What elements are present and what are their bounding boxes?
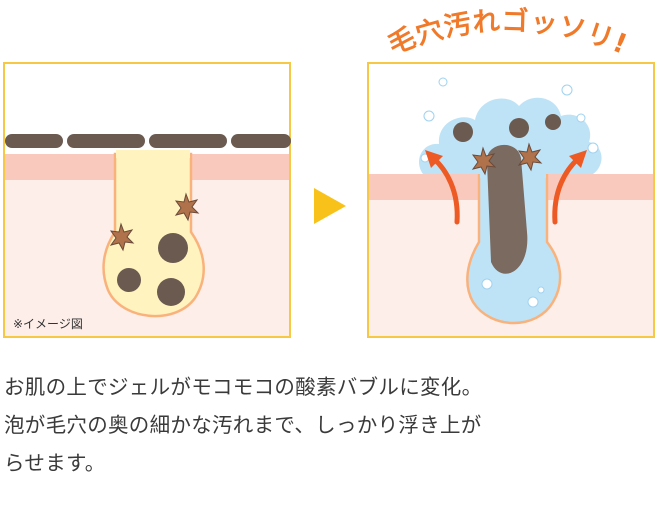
next-arrow-icon — [314, 188, 346, 224]
caption-line-1: お肌の上でジェルがモコモコの酸素バブルに変化。 — [4, 375, 483, 399]
caption-line-2: 泡が毛穴の奥の細かな汚れまで、しっかり浮き上が — [4, 413, 482, 437]
description-text: お肌の上でジェルがモコモコの酸素バブルに変化。 泡が毛穴の奥の細かな汚れまで、し… — [4, 368, 659, 482]
illustration-note: ※イメージ図 — [13, 317, 83, 331]
before-illustration: ※イメージ図 — [3, 62, 291, 338]
after-illustration — [367, 62, 655, 338]
headline: 毛穴汚れゴッソリ! — [382, 2, 634, 63]
svg-text:毛穴汚れゴッソリ!: 毛穴汚れゴッソリ! — [384, 5, 632, 61]
dirt-particle-icon — [117, 233, 188, 306]
caption-line-3: らせます。 — [4, 451, 106, 475]
headline-text: 毛穴汚れゴッソリ! — [384, 5, 632, 61]
